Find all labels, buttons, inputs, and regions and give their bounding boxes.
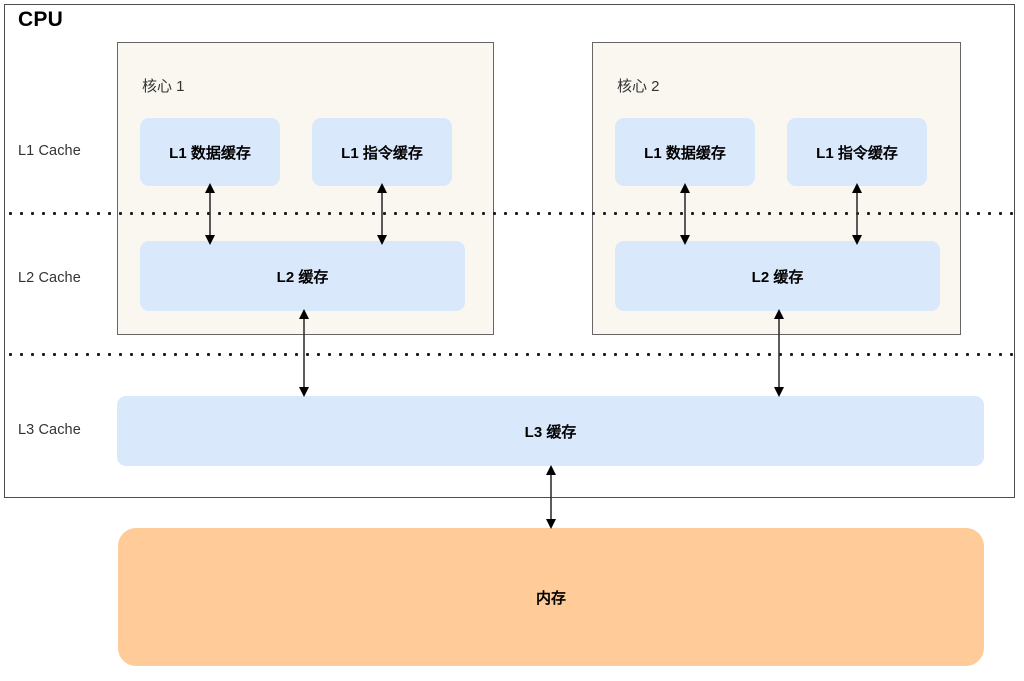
arrow-core1-l1i-to-l2 xyxy=(374,182,390,246)
tier-label-l2: L2 Cache xyxy=(18,270,81,286)
l3-cache-block[interactable]: L3 缓存 xyxy=(117,396,984,466)
cpu-title: CPU xyxy=(18,8,63,31)
arrow-core2-l1i-to-l2 xyxy=(849,182,865,246)
memory-block[interactable]: 内存 xyxy=(118,528,984,666)
tier-label-l3: L3 Cache xyxy=(18,422,81,438)
core-2-l1-instruction-cache[interactable]: L1 指令缓存 xyxy=(787,118,927,186)
arrow-core2-l1d-to-l2 xyxy=(677,182,693,246)
core-1-l1-instruction-cache[interactable]: L1 指令缓存 xyxy=(312,118,452,186)
arrow-l3-to-memory xyxy=(543,464,559,530)
core-2-l2-cache[interactable]: L2 缓存 xyxy=(615,241,940,311)
tier-label-l1: L1 Cache xyxy=(18,143,81,159)
core-2-title: 核心 2 xyxy=(617,78,660,95)
core-1-l2-cache[interactable]: L2 缓存 xyxy=(140,241,465,311)
core-1-title: 核心 1 xyxy=(142,78,185,95)
arrow-core1-l1d-to-l2 xyxy=(202,182,218,246)
tier-divider-l1-l2 xyxy=(5,212,1019,215)
arrow-core2-l2-to-l3 xyxy=(771,308,787,398)
core-2-l1-data-cache[interactable]: L1 数据缓存 xyxy=(615,118,755,186)
arrow-core1-l2-to-l3 xyxy=(296,308,312,398)
tier-divider-l2-l3 xyxy=(5,353,1019,356)
core-1-l1-data-cache[interactable]: L1 数据缓存 xyxy=(140,118,280,186)
